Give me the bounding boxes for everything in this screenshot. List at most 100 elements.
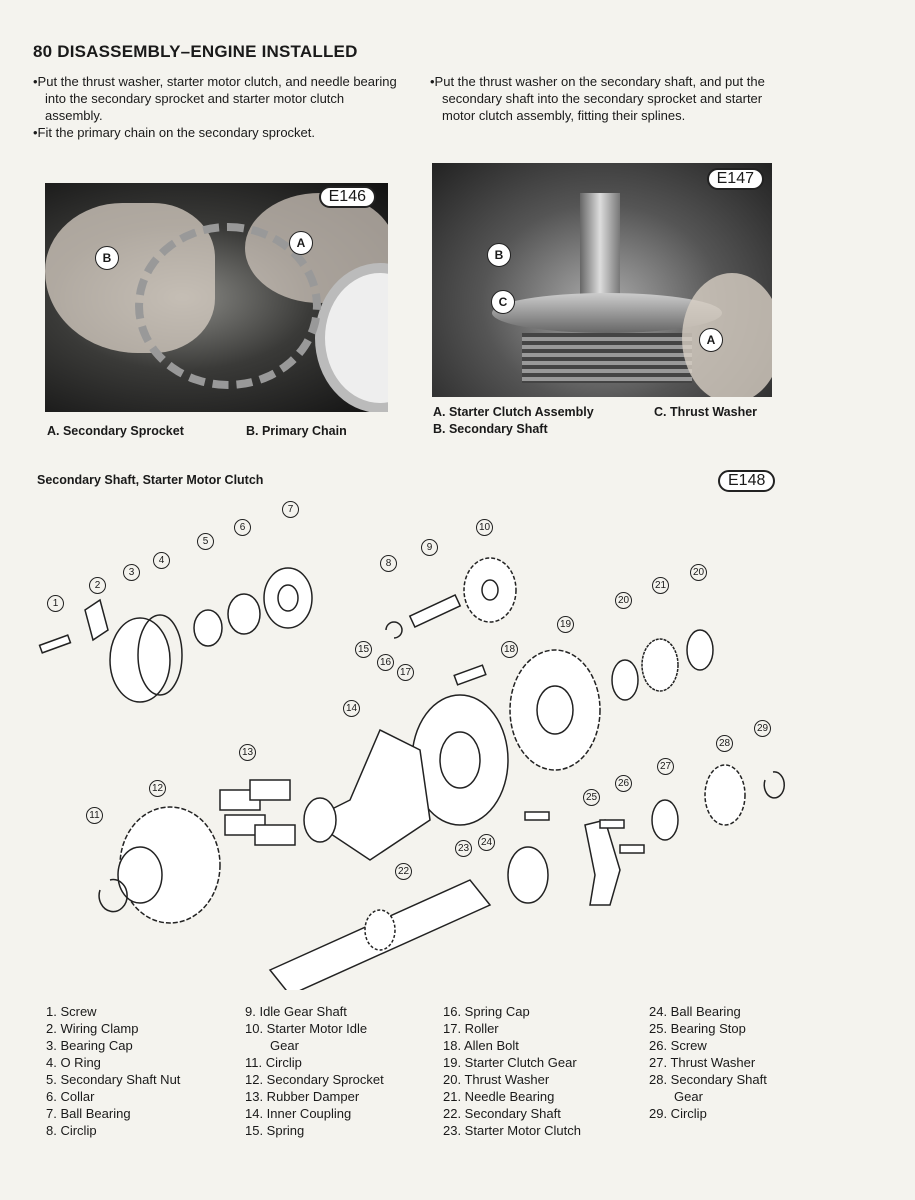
legend-col-2: 9. Idle Gear Shaft 10. Starter Motor Idl… [245, 1003, 384, 1139]
wiring-clamp-part [84, 598, 109, 642]
clutch-shape [522, 333, 692, 383]
legend-item: 11. Circlip [245, 1055, 302, 1070]
callout-number: 12 [149, 780, 166, 797]
bearing-cap-part [109, 617, 171, 703]
page-title: 80 DISASSEMBLY–ENGINE INSTALLED [33, 42, 358, 61]
legend-item: 22. Secondary Shaft [443, 1106, 561, 1121]
caption: A. Starter Clutch Assembly [433, 405, 594, 419]
callout-number: 19 [557, 616, 574, 633]
needle-bearing-part [641, 638, 679, 692]
legend-item: 14. Inner Coupling [245, 1106, 352, 1121]
legend-item: 9. Idle Gear Shaft [245, 1004, 347, 1019]
circlip-part [98, 878, 128, 913]
legend-item: 25. Bearing Stop [649, 1021, 746, 1036]
legend-item: 26. Screw [649, 1038, 707, 1053]
legend-item: 20. Thrust Washer [443, 1072, 550, 1087]
callout-number: 17 [397, 664, 414, 681]
callout-number: 10 [476, 519, 493, 536]
callout-number: 22 [395, 863, 412, 880]
callout-number: 7 [282, 501, 299, 518]
legend-item: 27. Thrust Washer [649, 1055, 756, 1070]
legend-item: 6. Collar [46, 1089, 95, 1104]
legend-item: 13. Rubber Damper [245, 1089, 360, 1104]
photo-e147: E147 A B C [432, 163, 772, 397]
callout-number: 27 [657, 758, 674, 775]
callout-number: 29 [754, 720, 771, 737]
legend-item: 21. Needle Bearing [443, 1089, 555, 1104]
collar-part [227, 593, 261, 635]
instruction: •Put the thrust washer on the secondary … [430, 74, 765, 123]
marker-a: A [289, 231, 313, 255]
legend-item: 23. Starter Motor Clutch [443, 1123, 581, 1138]
callout-number: 4 [153, 552, 170, 569]
legend-item: 4. O Ring [46, 1055, 101, 1070]
circlip-part [385, 621, 403, 639]
callout-number: 16 [377, 654, 394, 671]
legend-col-1: 1. Screw 2. Wiring Clamp 3. Bearing Cap … [46, 1003, 180, 1139]
screw-part [524, 811, 550, 821]
callout-number: 5 [197, 533, 214, 550]
callout-number: 1 [47, 595, 64, 612]
marker-b: B [95, 246, 119, 270]
callout-number: 21 [652, 577, 669, 594]
instruction: •Put the thrust washer, starter motor cl… [33, 74, 397, 123]
photo-e146: E146 A B [45, 183, 388, 412]
sprocket-shape [135, 223, 321, 389]
bearing-stop-part [584, 819, 621, 906]
callout-number: 20 [615, 592, 632, 609]
callout-number: 28 [716, 735, 733, 752]
callout-number: 11 [86, 807, 103, 824]
legend-item: 18. Allen Bolt [443, 1038, 519, 1053]
diagram-title: Secondary Shaft, Starter Motor Clutch [37, 473, 264, 487]
thrust-washer-part [686, 629, 714, 671]
idle-gear-bore [481, 579, 499, 601]
marker-c: C [491, 290, 515, 314]
o-ring-part [137, 614, 183, 696]
legend-item: 10. Starter Motor Idle [245, 1021, 368, 1036]
legend-item: 17. Roller [443, 1021, 499, 1036]
legend-item: 15. Spring [245, 1123, 305, 1138]
marker-a: A [699, 328, 723, 352]
inner-coupling-part [308, 728, 431, 861]
callout-number: 18 [501, 641, 518, 658]
bearing-bore [277, 584, 299, 612]
shaft-shape [580, 193, 620, 303]
legend-col-4: 24. Ball Bearing 25. Bearing Stop 26. Sc… [649, 1003, 767, 1122]
legend-item: 19. Starter Clutch Gear [443, 1055, 577, 1070]
callout-number: 25 [583, 789, 600, 806]
legend-item: Gear [270, 1038, 299, 1053]
rubber-damper-part [219, 779, 296, 846]
legend-item: 3. Bearing Cap [46, 1038, 133, 1053]
secondary-shaft-gear-part [704, 764, 746, 826]
allen-bolt-part [453, 664, 487, 686]
legend-item: Gear [674, 1089, 703, 1104]
legend-col-3: 16. Spring Cap 17. Roller 18. Allen Bolt… [443, 1003, 581, 1139]
figure-id: E146 [318, 186, 376, 208]
callout-number: 2 [89, 577, 106, 594]
exploded-diagram [38, 557, 785, 990]
idle-gear-shaft-part [408, 594, 462, 628]
legend-item: 28. Secondary Shaft [649, 1072, 767, 1087]
thrust-washer-part [611, 659, 639, 701]
clutch-bore [439, 731, 481, 789]
callout-number: 9 [421, 539, 438, 556]
instructions-left: •Put the thrust washer, starter motor cl… [33, 73, 403, 141]
screw-part [38, 634, 72, 654]
caption: A. Secondary Sprocket [47, 424, 184, 438]
instructions-right: •Put the thrust washer on the secondary … [430, 73, 790, 124]
legend-item: 1. Screw [46, 1004, 97, 1019]
caption: B. Secondary Shaft [433, 422, 548, 436]
callout-number: 8 [380, 555, 397, 572]
gear-bore [536, 685, 574, 735]
legend-item: 24. Ball Bearing [649, 1004, 741, 1019]
screw-part [619, 844, 645, 854]
figure-id: E148 [718, 470, 776, 492]
callout-number: 26 [615, 775, 632, 792]
legend-item: 5. Secondary Shaft Nut [46, 1072, 181, 1087]
legend-item: 29. Circlip [649, 1106, 707, 1121]
legend-item: 7. Ball Bearing [46, 1106, 131, 1121]
legend-item: 8. Circlip [46, 1123, 97, 1138]
screw-part [599, 819, 625, 829]
caption: C. Thrust Washer [654, 405, 758, 419]
sprocket-bore [117, 846, 163, 904]
